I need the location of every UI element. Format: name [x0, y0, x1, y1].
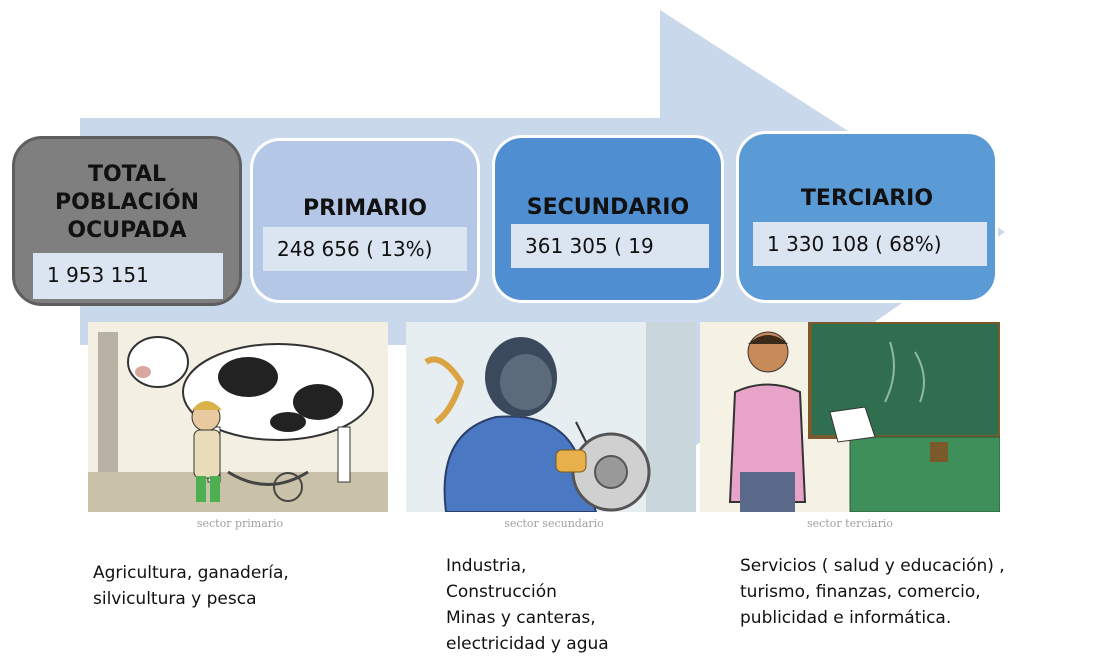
- total-title-line-1: TOTAL: [87, 162, 167, 187]
- illustration-tertiary-sector: [700, 322, 1000, 512]
- total-population-value: 1 953 151: [33, 253, 223, 299]
- tertiary-sector-box: TERCIARIO 1 330 108 ( 68%): [736, 131, 998, 303]
- primary-sector-value: 248 656 ( 13%): [263, 227, 467, 271]
- secondary-sector-title: SECUNDARIO: [526, 195, 690, 220]
- total-population-title: TOTAL POBLACIÓN OCUPADA: [15, 161, 239, 245]
- secondary-sector-value: 361 305 ( 19: [511, 224, 709, 268]
- secondary-sector-description: Industria, Construcción Minas y canteras…: [446, 556, 609, 654]
- illustration-primary-sector: [88, 322, 388, 512]
- tertiary-sector-title: TERCIARIO: [800, 186, 934, 211]
- tertiary-sector-description: Servicios ( salud y educación) , turismo…: [740, 556, 1005, 628]
- total-population-box: TOTAL POBLACIÓN OCUPADA 1 953 151: [12, 136, 242, 306]
- primary-sector-caption: sector primario: [196, 517, 284, 530]
- total-title-line-2: POBLACIÓN: [54, 190, 200, 215]
- tertiary-sector-value: 1 330 108 ( 68%): [753, 222, 987, 266]
- primary-sector-title: PRIMARIO: [303, 196, 427, 221]
- primary-sector-description: Agricultura, ganadería, silvicultura y p…: [93, 563, 289, 609]
- secondary-sector-box: SECUNDARIO 361 305 ( 19: [492, 135, 724, 303]
- total-title-line-3: OCUPADA: [67, 218, 187, 243]
- tertiary-sector-caption: sector terciario: [807, 517, 893, 530]
- secondary-sector-caption: sector secundario: [504, 517, 604, 530]
- illustration-secondary-sector: [406, 322, 696, 512]
- primary-sector-box: PRIMARIO 248 656 ( 13%): [250, 138, 480, 303]
